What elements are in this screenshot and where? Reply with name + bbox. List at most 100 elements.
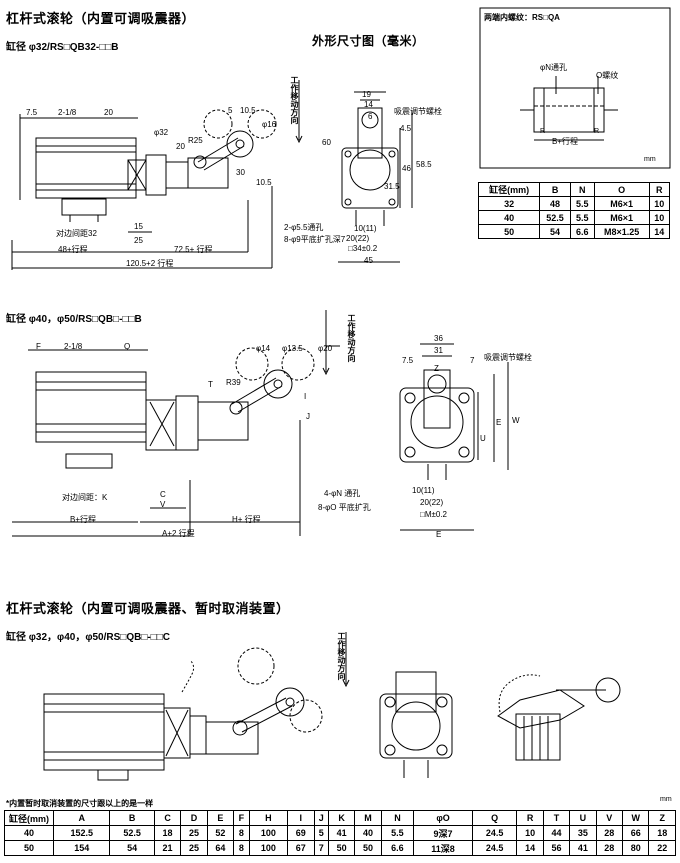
dim-15: 15 — [134, 222, 143, 231]
dim-45: 45 — [364, 256, 373, 265]
table-cell: 100 — [248, 840, 289, 856]
dim-10-5b: 10.5 — [256, 178, 272, 187]
cylinder-body-3 — [43, 693, 165, 771]
table-cell: 50 — [327, 840, 356, 856]
table-header: D — [180, 810, 208, 826]
dim-phi14: φ14 — [256, 344, 271, 353]
table-cell: 6.6 — [380, 840, 415, 856]
table-cell: 80 — [622, 840, 650, 856]
table-cell: 64 — [206, 840, 235, 856]
dim-W: W — [512, 416, 520, 425]
dim-Z: Z — [434, 364, 439, 373]
dim-31: 31 — [434, 346, 443, 355]
table-cell: 52 — [206, 825, 235, 841]
table-header: B — [539, 182, 571, 197]
dim-20-22b: 20(22) — [420, 498, 444, 507]
table-cell: 5 — [313, 825, 329, 841]
table-row: 32 48 5.5 M6×1 10 — [477, 196, 671, 211]
front-view-2 — [399, 387, 475, 463]
table-cell: 22 — [648, 840, 676, 856]
table-header-row: 缸径(mm) B N O R — [477, 182, 671, 197]
table-header: A — [52, 810, 111, 826]
work-direction-3: 工作移动方向 — [337, 632, 346, 680]
table-cell: 54 — [109, 840, 155, 856]
dim-72-5-stroke: 72.5+ 行程 — [174, 245, 213, 254]
table-cell: 5.5 — [380, 825, 415, 841]
table-cell: 8 — [233, 825, 250, 841]
table-cell: M6×1 — [593, 196, 650, 211]
table-header: O — [593, 182, 650, 197]
table-cell: 35 — [569, 825, 597, 841]
table-header: N — [380, 810, 415, 826]
table-cell: 9深7 — [413, 825, 473, 841]
dim-phi16: φ16 — [262, 120, 277, 129]
table-header: Z — [648, 810, 676, 826]
cylinder-body-2 — [35, 371, 147, 443]
dim-2-1-8b: 2-1/8 — [64, 342, 83, 351]
dim-cushion-32: 对边间距32 — [56, 229, 97, 238]
table-cell: 21 — [153, 840, 182, 856]
table-cell: 40 — [354, 825, 382, 841]
dim-sq34: □34±0.2 — [348, 244, 378, 253]
dim-phi20: φ20 — [318, 344, 333, 353]
section3-subtitle: 缸径 φ32，φ40，φ50/RS□QB□-□□C — [6, 632, 170, 643]
dim-7: 7 — [470, 356, 475, 365]
thread-box-title: 两端内螺纹：RS□QA — [484, 13, 560, 22]
table-cell: 67 — [287, 840, 315, 856]
table-header: F — [233, 810, 250, 826]
thread-table: 缸径(mm) B N O R 32 48 5.5 M6×1 10 40 52.5… — [477, 182, 671, 239]
dim-10-11b: 10(11) — [412, 486, 435, 495]
dim-10-5: 10.5 — [240, 106, 256, 115]
dim-F: F — [36, 342, 41, 351]
table-cell: 18 — [153, 825, 182, 841]
table-header: R — [516, 810, 544, 826]
section2-subtitle: 缸径 φ40，φ50/RS□QB□-□□B — [6, 314, 142, 325]
dim-60: 60 — [322, 138, 331, 147]
table-row: 40 52.5 5.5 M6×1 10 — [477, 210, 671, 225]
dim-J: J — [306, 412, 310, 421]
table-cell: 52.5 — [539, 210, 571, 225]
table-cell: 28 — [595, 825, 624, 841]
thread-r-label-right: R — [594, 128, 600, 135]
table-header: J — [313, 810, 329, 826]
table-header: I — [287, 810, 315, 826]
work-direction-2: 工作移动方向 — [347, 314, 356, 362]
table-cell: 6.6 — [569, 224, 595, 239]
section1-title: 杠杆式滚轮（内置可调吸震器） — [6, 11, 196, 26]
table-cell: 100 — [248, 825, 289, 841]
dim-Q: Q — [124, 342, 131, 351]
table-header: C — [153, 810, 182, 826]
table-cell: 152.5 — [52, 825, 111, 841]
dim-25: 25 — [134, 236, 143, 245]
dim-table-unit: mm — [660, 796, 672, 803]
table-cell: 32 — [477, 196, 541, 211]
table-row: 40 152.5 52.5 18 25 52 8 100 69 5 41 40 … — [4, 825, 676, 841]
table-cell: 41 — [327, 825, 356, 841]
dim-6: 6 — [368, 112, 373, 121]
table-header-row: 缸径(mm) A B C D E F H I J K M N φO Q R T … — [4, 810, 676, 826]
thread-b-label: B+行程 — [552, 137, 579, 146]
table-header: V — [595, 810, 624, 826]
dim-T: T — [208, 380, 213, 389]
table-cell: 14 — [516, 840, 544, 856]
drawing-title: 外形尺寸图（毫米） — [312, 34, 425, 48]
table-row: 50 54 6.6 M8×1.25 14 — [477, 224, 671, 239]
dim-7-5b: 7.5 — [402, 356, 414, 365]
table-cell: 44 — [542, 825, 571, 841]
dim-36: 36 — [434, 334, 443, 343]
dim-20b: 20 — [176, 142, 185, 151]
table-cell: 8 — [233, 840, 250, 856]
dim-46: 46 — [402, 164, 411, 173]
table-cell: 25 — [180, 840, 208, 856]
table-header: E — [206, 810, 235, 826]
dim-phi13-5: φ13.5 — [282, 344, 303, 353]
thread-o-label: O螺纹 — [596, 71, 619, 80]
dim-E-right: E — [496, 418, 502, 427]
table-header: T — [542, 810, 571, 826]
dim-R39: R39 — [226, 378, 241, 387]
table-cell: 5.5 — [569, 210, 595, 225]
table-cell: 28 — [595, 840, 624, 856]
hole-8-phiO: 8-φO 平底扩孔 — [318, 503, 371, 512]
table-cell: 54 — [539, 224, 571, 239]
dim-sqM: □M±0.2 — [420, 510, 448, 519]
